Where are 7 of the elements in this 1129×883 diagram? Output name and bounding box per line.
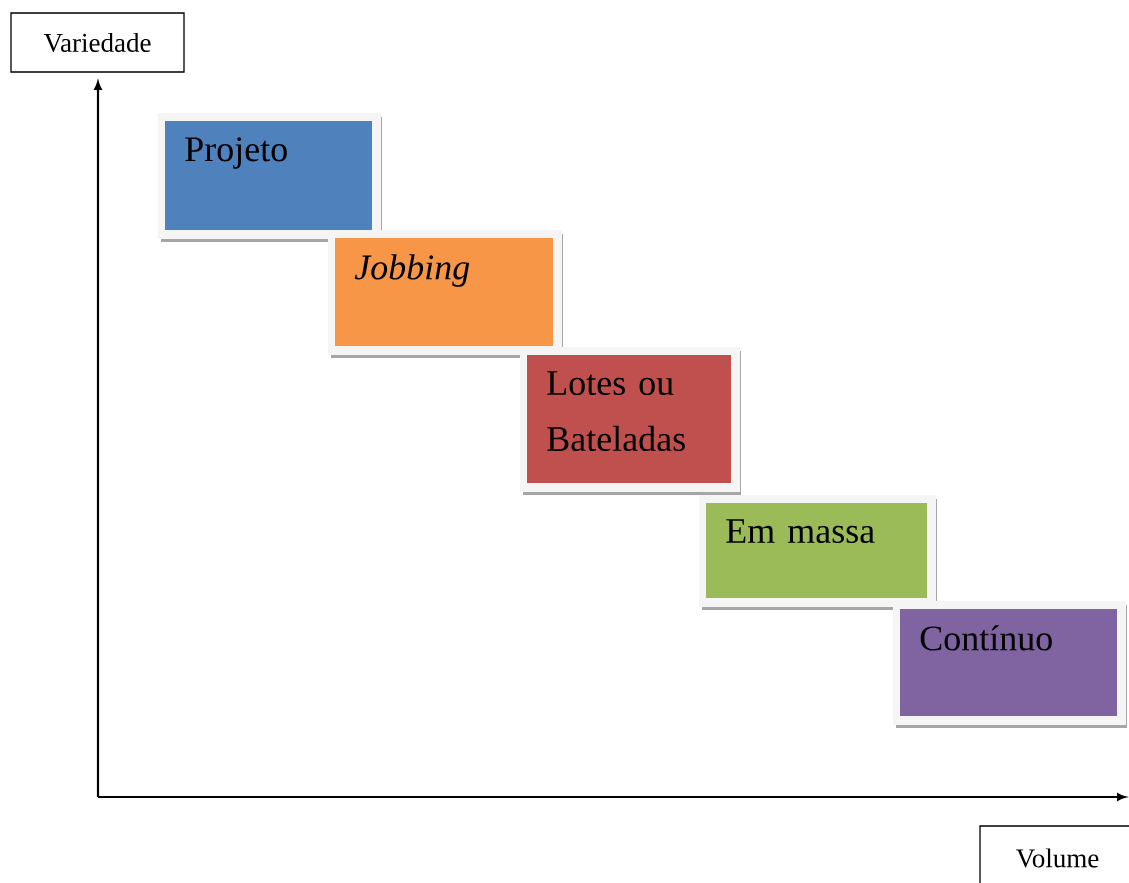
axis-label-box: Variedade — [10, 12, 185, 73]
process-box: Lotes ou Bateladas — [520, 347, 741, 495]
axis-label-box: Volume — [979, 825, 1129, 883]
process-box: Jobbing — [328, 230, 563, 358]
process-box: Contínuo — [893, 601, 1127, 728]
process-box: Em massa — [699, 495, 937, 610]
process-box: Projeto — [158, 113, 382, 242]
